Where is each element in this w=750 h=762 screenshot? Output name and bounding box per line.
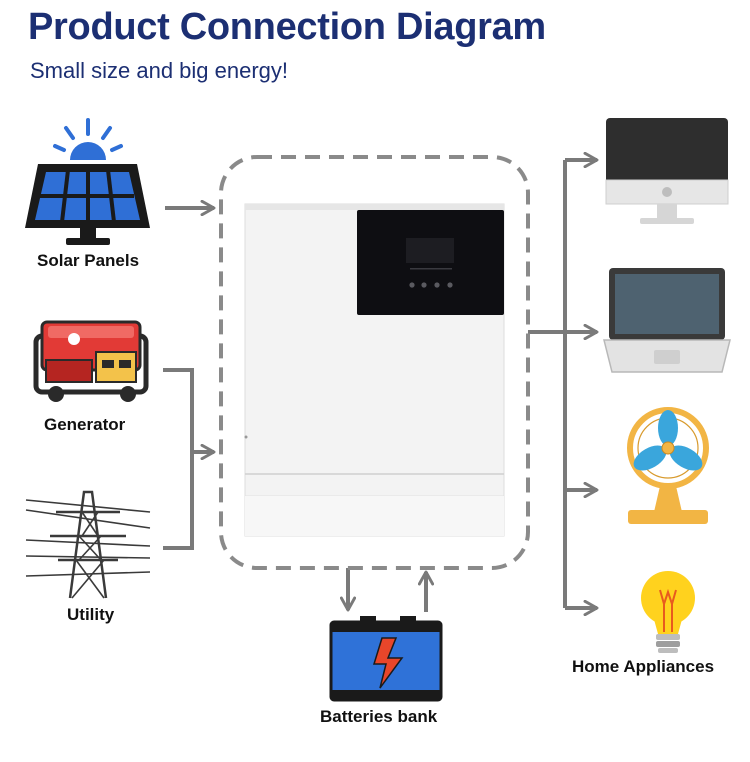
light-bulb-icon [641, 571, 695, 653]
generator-label: Generator [44, 415, 126, 434]
battery-icon [329, 616, 443, 702]
utility-label: Utility [67, 605, 115, 624]
solar-panels-label: Solar Panels [37, 251, 140, 270]
laptop-icon [603, 268, 731, 373]
inverter-frame [219, 155, 530, 570]
solar-panel-icon [25, 118, 150, 245]
inverter-icon [244, 203, 505, 537]
page-subtitle: Small size and big energy! [30, 58, 289, 83]
monitor-icon [605, 118, 729, 224]
utility-connector [163, 452, 194, 550]
generator-connector [163, 368, 194, 452]
connector-lines [163, 160, 597, 612]
power-tower-icon [25, 490, 151, 599]
home-appliances-label: Home Appliances [572, 657, 715, 676]
batteries-bank-label: Batteries bank [320, 707, 438, 726]
page-title: Product Connection Diagram [28, 6, 546, 48]
fan-icon [627, 407, 709, 524]
generator-icon [33, 320, 149, 402]
